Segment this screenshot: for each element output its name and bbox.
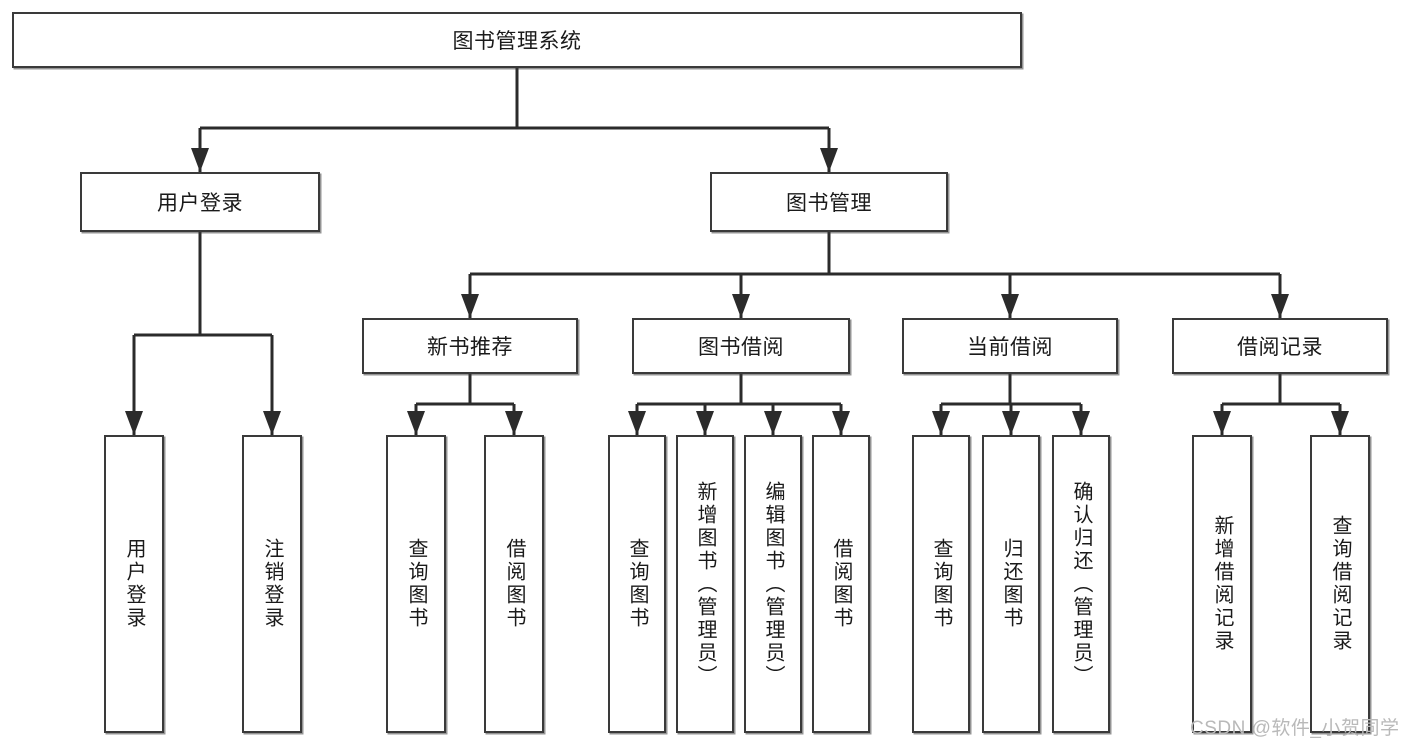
node-label: 归还图书 [1000, 538, 1022, 630]
node-label: 用户登录 [123, 538, 145, 630]
arrowhead-icon [1072, 411, 1090, 435]
node-leaf-return-book[interactable]: 归还图书 [982, 435, 1040, 733]
arrowhead-icon [263, 411, 281, 435]
arrowhead-icon [461, 294, 479, 318]
arrowhead-icon [407, 411, 425, 435]
arrowhead-icon [820, 148, 838, 172]
arrowhead-icon [505, 411, 523, 435]
node-label: 图书管理系统 [452, 30, 582, 53]
arrowhead-icon [628, 411, 646, 435]
node-leaf-query-book-2[interactable]: 查询图书 [608, 435, 666, 733]
arrowhead-icon [125, 411, 143, 435]
node-label: 查询图书 [626, 538, 648, 630]
node-label: 编辑图书（管理员） [762, 480, 784, 688]
arrowhead-icon [732, 294, 750, 318]
node-leaf-user-logout[interactable]: 注销登录 [242, 435, 302, 733]
arrowhead-icon [696, 411, 714, 435]
node-label: 借阅图书 [830, 538, 852, 630]
arrowhead-icon [832, 411, 850, 435]
node-book-borrow[interactable]: 图书借阅 [632, 318, 850, 374]
node-label: 图书管理 [786, 192, 872, 215]
node-label: 图书借阅 [698, 336, 784, 359]
node-leaf-confirm-return[interactable]: 确认归还（管理员） [1052, 435, 1110, 733]
arrowhead-icon [764, 411, 782, 435]
node-leaf-query-book-1[interactable]: 查询图书 [386, 435, 446, 733]
node-label: 查询图书 [405, 538, 427, 630]
arrowhead-icon [1002, 411, 1020, 435]
node-new-book-recommend[interactable]: 新书推荐 [362, 318, 578, 374]
arrowhead-icon [1331, 411, 1349, 435]
node-label: 注销登录 [261, 538, 283, 630]
node-leaf-query-book-3[interactable]: 查询图书 [912, 435, 970, 733]
node-book-manage[interactable]: 图书管理 [710, 172, 948, 232]
arrowhead-icon [1213, 411, 1231, 435]
arrowhead-icon [1271, 294, 1289, 318]
node-leaf-add-record[interactable]: 新增借阅记录 [1192, 435, 1252, 733]
node-leaf-edit-book[interactable]: 编辑图书（管理员） [744, 435, 802, 733]
node-root[interactable]: 图书管理系统 [12, 12, 1022, 68]
node-leaf-query-record[interactable]: 查询借阅记录 [1310, 435, 1370, 733]
node-label: 新增图书（管理员） [694, 480, 716, 688]
node-leaf-user-login[interactable]: 用户登录 [104, 435, 164, 733]
node-label: 借阅图书 [503, 538, 525, 630]
node-leaf-add-book[interactable]: 新增图书（管理员） [676, 435, 734, 733]
node-label: 用户登录 [157, 192, 243, 215]
node-label: 当前借阅 [967, 336, 1053, 359]
node-borrow-record[interactable]: 借阅记录 [1172, 318, 1388, 374]
node-label: 新增借阅记录 [1211, 515, 1233, 653]
node-label: 查询借阅记录 [1329, 515, 1351, 653]
node-label: 查询图书 [930, 538, 952, 630]
arrowhead-icon [932, 411, 950, 435]
node-label: 借阅记录 [1237, 336, 1323, 359]
node-user-login[interactable]: 用户登录 [80, 172, 320, 232]
arrowhead-icon [1001, 294, 1019, 318]
node-leaf-borrow-book-2[interactable]: 借阅图书 [812, 435, 870, 733]
node-current-borrow[interactable]: 当前借阅 [902, 318, 1118, 374]
node-leaf-borrow-book-1[interactable]: 借阅图书 [484, 435, 544, 733]
arrowhead-icon [191, 148, 209, 172]
node-label: 确认归还（管理员） [1070, 480, 1092, 688]
node-label: 新书推荐 [427, 336, 513, 359]
